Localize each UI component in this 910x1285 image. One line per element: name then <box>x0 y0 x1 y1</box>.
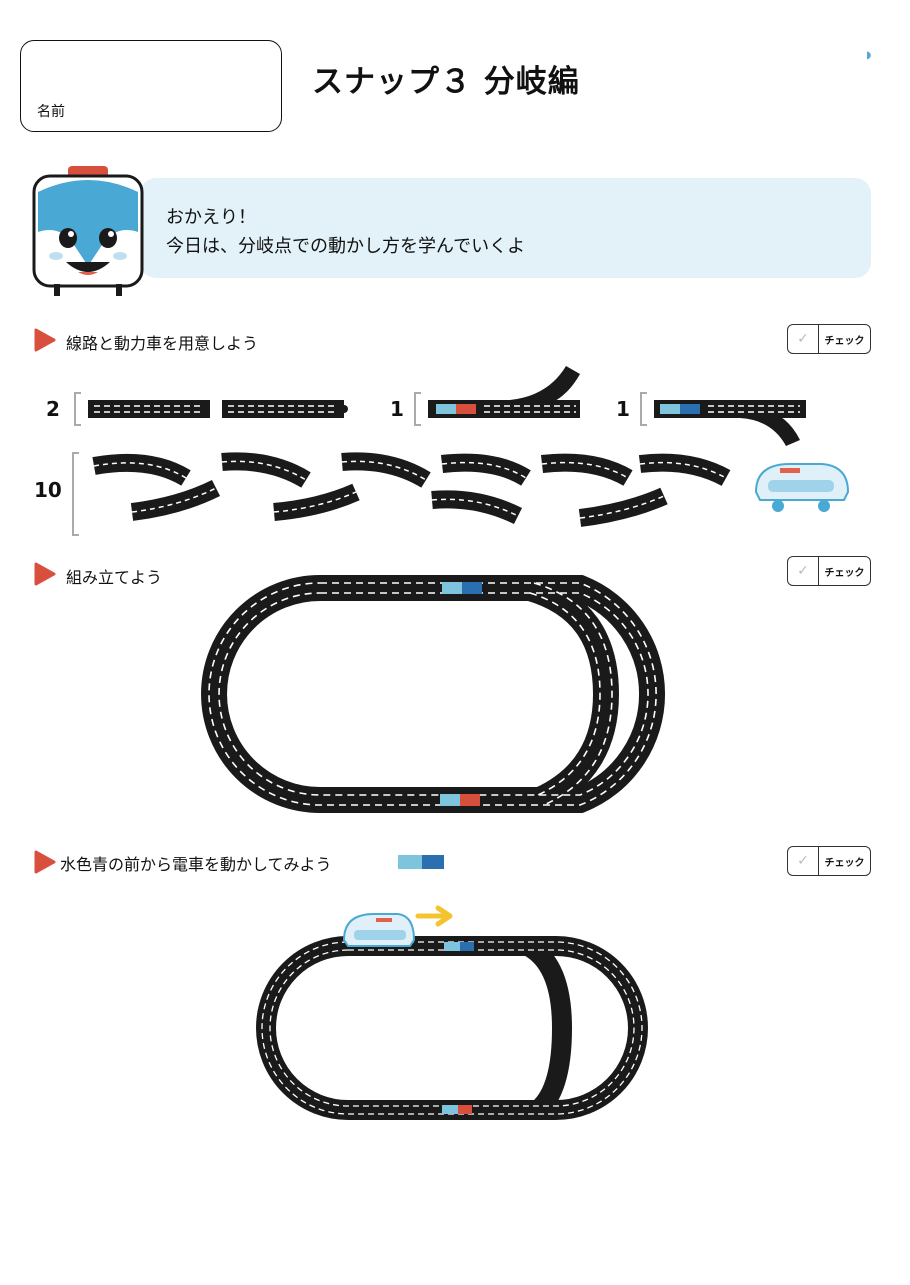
check-label: チェック <box>824 567 865 579</box>
light-blue-dark-blue-marker-icon <box>398 855 444 869</box>
intro-line-1: おかえり！ <box>166 207 256 228</box>
run-layout-diagram <box>256 905 648 1120</box>
check-button-1[interactable]: ✓ チェック <box>787 324 871 354</box>
curve-count: 10 <box>34 478 62 502</box>
section-1-label: 線路と動力車を用意しよう <box>66 334 259 353</box>
branch-track-left <box>428 366 580 418</box>
checkbox-icon[interactable]: ✓ <box>788 325 819 353</box>
check-label: チェック <box>824 335 865 347</box>
check-label: チェック <box>824 857 865 869</box>
corner-mark-icon: ◗ <box>866 50 872 61</box>
straight-track-2 <box>222 400 348 418</box>
name-box[interactable]: 名前 <box>20 40 282 132</box>
curve-tracks <box>92 452 731 527</box>
section-marker-icon <box>34 850 56 874</box>
train-car-icon <box>754 463 850 512</box>
bracket <box>640 392 647 426</box>
speech-bubble <box>140 178 871 278</box>
branch-right-count: 1 <box>616 397 630 421</box>
section-marker-icon <box>34 328 56 352</box>
page-title: スナップ３ 分岐編 <box>312 64 580 100</box>
check-button-3[interactable]: ✓ チェック <box>787 846 871 876</box>
bracket <box>74 392 81 426</box>
bracket <box>414 392 421 426</box>
assembled-layout-diagram <box>201 575 665 813</box>
intro-line-2: 今日は、分岐点での動かし方を学んでいくよ <box>166 236 526 257</box>
checkbox-icon[interactable]: ✓ <box>788 557 819 585</box>
straight-track-1 <box>88 400 210 418</box>
name-label: 名前 <box>37 104 65 120</box>
section-3-label: 水色青の前から電車を動かしてみよう <box>60 855 332 874</box>
straight-count: 2 <box>46 397 60 421</box>
bracket <box>72 452 79 536</box>
branch-left-count: 1 <box>390 397 404 421</box>
section-marker-icon <box>34 562 56 586</box>
check-button-2[interactable]: ✓ チェック <box>787 556 871 586</box>
checkbox-icon[interactable]: ✓ <box>788 847 819 875</box>
mascot-train-icon <box>32 166 144 296</box>
section-2-label: 組み立てよう <box>66 568 163 587</box>
train-car-icon <box>342 913 416 947</box>
branch-track-right <box>654 400 806 446</box>
parts-illustration <box>88 366 850 527</box>
arrow-right-icon <box>415 905 453 927</box>
